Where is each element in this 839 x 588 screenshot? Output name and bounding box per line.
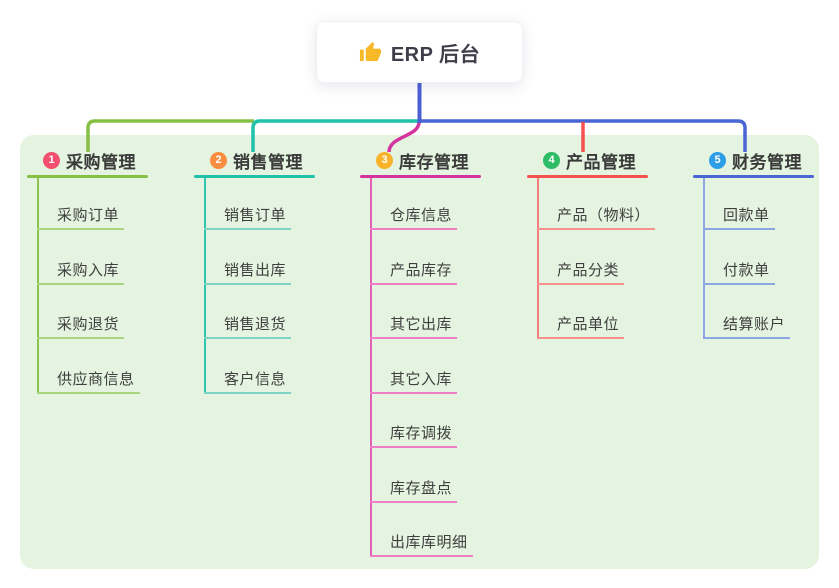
child-node[interactable]: 产品（物料）: [537, 204, 656, 230]
child-node[interactable]: 产品单位: [537, 313, 625, 339]
branch-underline: [27, 175, 148, 178]
child-node[interactable]: 销售退货: [204, 313, 292, 339]
branch-3: 3 库存管理仓库信息产品库存其它出库其它入库库存调拨库存盘点出库库明细: [360, 145, 520, 557]
child-node[interactable]: 库存盘点: [370, 477, 458, 503]
branch-number-badge: 3: [376, 151, 393, 169]
child-node[interactable]: 结算账户: [703, 313, 791, 339]
child-node[interactable]: 付款单: [703, 259, 775, 285]
branch-title[interactable]: 4 产品管理: [527, 145, 687, 175]
branch-label: 销售管理: [233, 152, 303, 172]
branch-underline: [527, 175, 648, 178]
branch-label: 产品管理: [566, 152, 636, 172]
branch-underline: [360, 175, 481, 178]
branches-panel: [20, 135, 819, 569]
branch-label: 财务管理: [732, 152, 802, 172]
child-node[interactable]: 产品分类: [537, 259, 625, 285]
branch-underline: [693, 175, 814, 178]
child-node[interactable]: 销售出库: [204, 259, 292, 285]
branch-title[interactable]: 5 财务管理: [693, 145, 839, 175]
branch-1: 1 采购管理采购订单采购入库采购退货供应商信息: [27, 145, 187, 394]
root-node[interactable]: ERP 后台: [316, 21, 523, 83]
branch-spine: [37, 178, 39, 394]
child-node[interactable]: 采购退货: [37, 313, 125, 339]
child-node[interactable]: 仓库信息: [370, 204, 458, 230]
branch-spine: [204, 178, 206, 394]
child-node[interactable]: 供应商信息: [37, 368, 140, 394]
branch-number-badge: 5: [709, 151, 726, 169]
branch-number-badge: 4: [543, 151, 560, 169]
thumbs-up-icon: [359, 41, 382, 64]
child-node[interactable]: 销售订单: [204, 204, 292, 230]
branch-2: 2 销售管理销售订单销售出库销售退货客户信息: [194, 145, 354, 394]
root-title: ERP 后台: [390, 43, 481, 66]
branch-number-badge: 1: [43, 151, 60, 169]
branch-label: 库存管理: [399, 152, 469, 172]
connector-path: [419, 119, 747, 152]
child-node[interactable]: 客户信息: [204, 368, 292, 394]
connector-path: [387, 121, 421, 153]
child-node[interactable]: 库存调拨: [370, 422, 458, 448]
branch-4: 4 产品管理产品（物料） 产品分类产品单位: [527, 145, 687, 339]
child-node[interactable]: 产品库存: [370, 259, 458, 285]
child-node[interactable]: 出库库明细: [370, 531, 473, 557]
branch-label: 采购管理: [66, 152, 136, 172]
branch-spine: [537, 178, 539, 339]
branch-5: 5 财务管理回款单付款单结算账户: [693, 145, 839, 339]
connector-path: [251, 119, 420, 152]
child-node[interactable]: 回款单: [703, 204, 775, 230]
branch-spine: [370, 178, 372, 557]
branch-title[interactable]: 2 销售管理: [194, 145, 354, 175]
branch-title[interactable]: 3 库存管理: [360, 145, 520, 175]
branch-title[interactable]: 1 采购管理: [27, 145, 187, 175]
child-node[interactable]: 其它入库: [370, 368, 458, 394]
branch-underline: [194, 175, 315, 178]
connector-path: [86, 119, 254, 152]
child-node[interactable]: 其它出库: [370, 313, 458, 339]
branch-spine: [703, 178, 705, 339]
branch-number-badge: 2: [210, 151, 227, 169]
child-node[interactable]: 采购订单: [37, 204, 125, 230]
child-node[interactable]: 采购入库: [37, 259, 125, 285]
